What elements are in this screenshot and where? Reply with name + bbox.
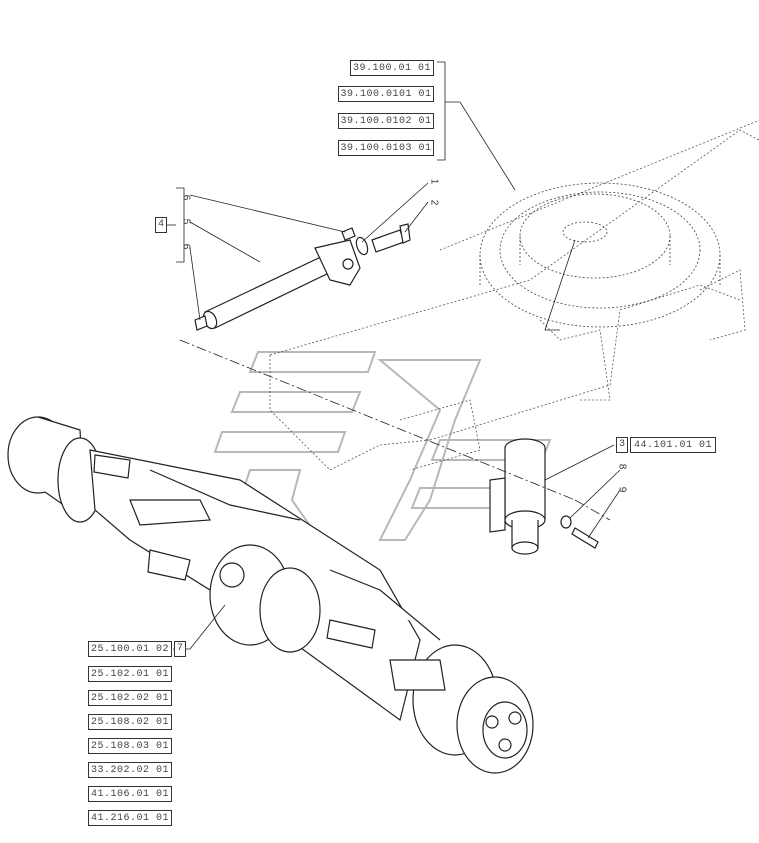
ref-box-top-3[interactable]: 39.100.0102 01 xyxy=(338,113,434,129)
group-tag-4[interactable]: 4 xyxy=(155,217,167,233)
ref-box-right[interactable]: 44.101.01 01 xyxy=(630,437,716,453)
ref-box-bottom-5[interactable]: 25.108.03 01 xyxy=(88,738,172,754)
callout-5: 5 xyxy=(180,218,192,225)
callout-8: 8 xyxy=(616,463,628,470)
leader-lines xyxy=(166,61,621,650)
callout-1: 1 xyxy=(428,178,440,185)
callout-6-bottom: 6 xyxy=(180,243,192,250)
ref-box-bottom-2[interactable]: 25.102.01 01 xyxy=(88,666,172,682)
ref-box-bottom-4[interactable]: 25.108.02 01 xyxy=(88,714,172,730)
ref-box-bottom-7[interactable]: 41.106.01 01 xyxy=(88,786,172,802)
ref-box-top-4[interactable]: 39.100.0103 01 xyxy=(338,140,434,156)
center-lines xyxy=(179,339,611,521)
cylinder-bolt xyxy=(560,515,599,549)
ref-box-bottom-8[interactable]: 41.216.01 01 xyxy=(88,810,172,826)
ref-box-top-2[interactable]: 39.100.0101 01 xyxy=(338,86,434,102)
chassis-frame xyxy=(269,119,759,471)
bolt-and-washer xyxy=(355,223,411,256)
group-tag-7[interactable]: 7 xyxy=(174,641,186,657)
group-tag-3[interactable]: 3 xyxy=(616,437,628,453)
callout-6-top: 6 xyxy=(180,194,192,201)
hydraulic-cylinder xyxy=(489,438,546,555)
ref-box-bottom-3[interactable]: 25.102.02 01 xyxy=(88,690,172,706)
ref-box-bottom-6[interactable]: 33.202.02 01 xyxy=(88,762,172,778)
slewing-ring xyxy=(479,182,721,328)
axle-assembly xyxy=(7,416,534,774)
ref-box-bottom-1[interactable]: 25.100.01 02 xyxy=(88,641,172,657)
callout-9: 9 xyxy=(616,486,628,493)
ref-box-top-1[interactable]: 39.100.01 01 xyxy=(350,60,434,76)
callout-2: 2 xyxy=(428,199,440,206)
pin-assembly xyxy=(194,227,361,331)
